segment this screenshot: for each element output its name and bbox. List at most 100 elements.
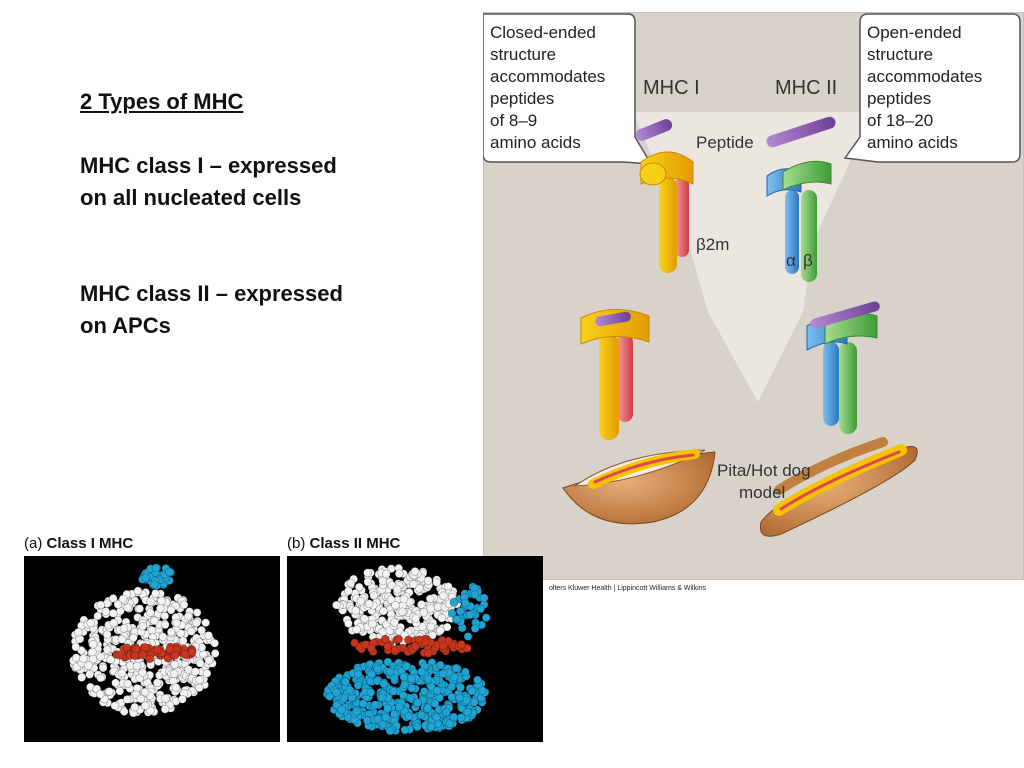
atom: [359, 699, 368, 708]
class-2-blue-region: [322, 657, 490, 736]
atom: [122, 695, 132, 704]
atom: [411, 642, 421, 651]
atom: [161, 694, 170, 703]
atom: [395, 702, 404, 712]
atom: [339, 693, 349, 703]
atom: [418, 622, 427, 631]
beta2m-label: β2m: [696, 235, 729, 254]
pita-hotdog-label: Pita/Hot dog model: [717, 461, 815, 502]
right-callout-line-5: of 18–20: [867, 111, 933, 130]
atom: [367, 644, 376, 653]
atom: [449, 712, 459, 722]
right-callout-line-2: structure: [867, 45, 933, 64]
atom: [146, 608, 155, 617]
atom: [145, 654, 154, 663]
atom: [151, 563, 161, 573]
atom: [102, 630, 112, 639]
atom: [96, 673, 105, 683]
atom: [394, 634, 403, 644]
atom: [96, 652, 105, 662]
atom: [445, 719, 454, 729]
atom: [407, 683, 417, 693]
atom: [455, 693, 464, 703]
atom: [332, 688, 341, 697]
atom: [110, 701, 120, 710]
atom: [345, 685, 355, 695]
atom: [400, 725, 410, 735]
atom: [451, 663, 461, 673]
atom: [394, 569, 404, 579]
atom: [362, 716, 372, 725]
atom: [204, 655, 214, 665]
atom: [117, 668, 127, 678]
alpha-label: α: [786, 251, 796, 270]
atom: [119, 624, 129, 633]
atom: [118, 594, 128, 604]
atom: [391, 600, 400, 610]
atom: [160, 704, 170, 714]
panel-a-letter: (a): [24, 535, 43, 552]
atom: [150, 616, 159, 626]
atom: [344, 586, 353, 596]
atom: [381, 713, 390, 722]
atom: [344, 619, 353, 628]
atom: [450, 672, 459, 682]
atom: [383, 642, 392, 651]
svg-text:Closed-ended structure: Closed-ended structure accommodates pept…: [490, 23, 610, 152]
atom: [423, 704, 432, 713]
left-callout-line-6: amino acids: [490, 133, 581, 152]
atom: [470, 624, 480, 633]
atom: [160, 611, 170, 621]
atom: [417, 667, 426, 676]
atom: [105, 687, 114, 696]
atom: [201, 618, 210, 627]
atom: [363, 568, 372, 578]
atom: [427, 682, 436, 692]
atom: [123, 679, 133, 689]
atom: [439, 591, 448, 601]
atom: [426, 622, 436, 632]
atom: [479, 593, 489, 603]
atom: [197, 625, 206, 635]
atom: [195, 658, 205, 668]
atom: [152, 678, 162, 688]
atom: [341, 677, 350, 687]
atom: [351, 606, 361, 615]
atom: [385, 667, 395, 677]
atom: [171, 683, 181, 692]
class-2-panel-label: (b) Class II MHC: [287, 530, 543, 556]
atom: [447, 692, 457, 702]
mhc-2-molecule-top: [766, 160, 832, 282]
atom: [436, 660, 445, 670]
atom: [400, 680, 409, 689]
atom: [413, 722, 422, 731]
atom: [176, 629, 186, 638]
atom: [180, 650, 190, 659]
atom: [138, 668, 147, 677]
atom: [441, 707, 451, 717]
atom: [184, 611, 193, 621]
atom: [147, 626, 157, 635]
model-label-line-1: Pita/Hot dog: [717, 461, 811, 480]
atom: [141, 573, 151, 583]
peptide-class-2: [766, 116, 836, 148]
atom: [354, 582, 364, 592]
atom: [364, 599, 374, 609]
class-2-white-region: [332, 564, 462, 647]
atom: [467, 686, 477, 696]
mhc-2-molecule-bound: [806, 301, 880, 434]
atom: [346, 578, 356, 588]
slide-text-block: 2 Types of MHC MHC class I – expressed o…: [80, 86, 460, 342]
mhc-1-label: MHC I: [643, 77, 700, 99]
atom: [378, 576, 388, 586]
class-1-panel-label: (a) Class I MHC: [24, 530, 280, 556]
atom: [452, 614, 462, 624]
atom: [423, 576, 433, 585]
atom: [389, 687, 398, 696]
atom: [106, 655, 115, 664]
atom: [432, 686, 442, 695]
atom: [187, 647, 197, 657]
atom: [449, 598, 459, 607]
atom: [420, 687, 429, 696]
right-callout-line-3: accommodates: [867, 67, 982, 86]
